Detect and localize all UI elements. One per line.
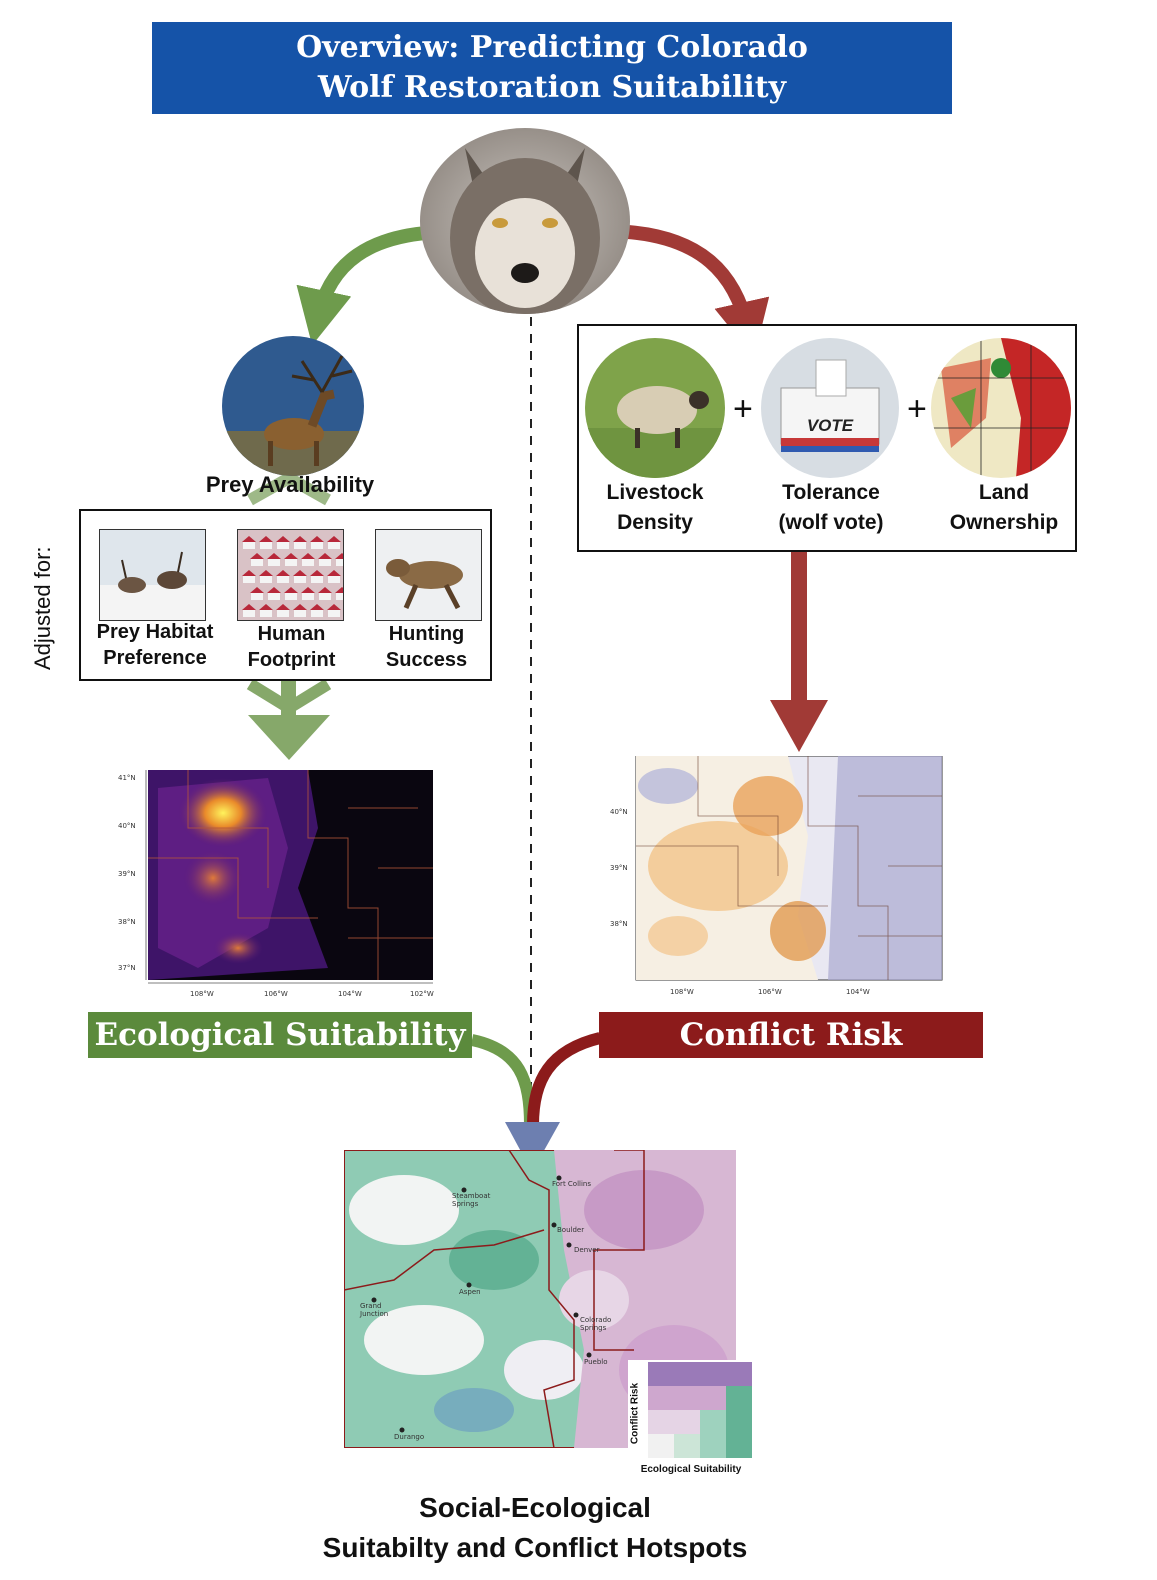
red-down-arrow-head <box>770 700 828 752</box>
legend-cell <box>726 1410 752 1434</box>
legend-cell <box>648 1434 674 1458</box>
ecological-suitability-map: 41°N 40°N 39°N 38°N 37°N 108°W 106°W 104… <box>118 768 438 1000</box>
factor-prey-habitat: Prey Habitat Preference <box>96 621 214 669</box>
conflict-factors-box: + VOTE + Livestock Density Tolerance (wo… <box>577 324 1077 552</box>
blue-merge-arrow-head <box>505 1122 560 1172</box>
hunting-wolf-photo <box>375 529 482 621</box>
legend-cell <box>700 1410 726 1434</box>
conflict-lat-tick-0: 40°N <box>610 808 628 816</box>
green-merge-arrow <box>470 1034 536 1126</box>
plus-sign-1: + <box>733 390 753 428</box>
city-denver: Denver <box>574 1246 600 1254</box>
conflict-risk-map: 40°N 39°N 38°N 108°W 106°W 104°W <box>608 755 948 1000</box>
legend-cell <box>726 1362 752 1386</box>
wolf-photo <box>420 128 630 314</box>
caption-line-2: Suitabilty and Conflict Hotspots <box>322 1532 748 1563</box>
eco-lon-tick-0: 108°W <box>190 990 214 998</box>
conflict-lat-tick-1: 39°N <box>610 864 628 872</box>
green-curved-arrow <box>296 225 441 346</box>
legend-cell <box>648 1386 674 1410</box>
green-chevron-top <box>247 471 331 506</box>
eco-lat-tick-4: 37°N <box>118 964 136 972</box>
legend-cell <box>700 1386 726 1410</box>
prey-availability-label: Prey Availability <box>205 472 375 497</box>
legend-grid <box>648 1362 752 1458</box>
human-footprint-photo <box>237 529 344 621</box>
eco-lat-tick-1: 40°N <box>118 822 136 830</box>
legend-cell <box>674 1410 700 1434</box>
prey-habitat-photo <box>99 529 206 621</box>
legend-cell <box>648 1410 674 1434</box>
plus-sign-2: + <box>907 390 927 428</box>
ecological-suitability-band: Ecological Suitability <box>88 1012 472 1058</box>
city-grand-junction: Grand Junction <box>360 1302 389 1318</box>
green-down-arrow-head <box>248 715 330 760</box>
title-line-2: Wolf Restoration Suitability <box>317 70 787 105</box>
city-durango: Durango <box>394 1433 425 1441</box>
legend-cell <box>700 1362 726 1386</box>
red-down-arrow-shaft <box>791 552 807 702</box>
vote-text: VOTE <box>806 416 854 435</box>
factor-land-ownership: Land Ownership <box>949 481 1059 534</box>
legend-cell <box>674 1362 700 1386</box>
legend-cell <box>648 1362 674 1386</box>
adjusted-factors-box: Prey Habitat Preference Human Footprint … <box>79 509 492 681</box>
city-aspen: Aspen <box>459 1288 481 1296</box>
legend-cell <box>674 1386 700 1410</box>
eco-lon-tick-1: 106°W <box>264 990 288 998</box>
city-steamboat: Steamboat Springs <box>452 1192 491 1208</box>
red-merge-arrow <box>527 1032 602 1126</box>
conflict-lon-tick-0: 108°W <box>670 988 694 996</box>
eco-lon-tick-2: 104°W <box>338 990 362 998</box>
city-pueblo: Pueblo <box>584 1358 608 1366</box>
factor-human-footprint: Human Footprint <box>247 623 336 671</box>
conflict-lon-tick-2: 104°W <box>846 988 870 996</box>
city-boulder: Boulder <box>557 1226 585 1234</box>
legend-cell <box>674 1434 700 1458</box>
legend-cell <box>700 1434 726 1458</box>
sheep-photo <box>585 338 725 478</box>
elk-photo <box>222 336 364 476</box>
eco-lon-tick-3: 102°W <box>410 990 434 998</box>
conflict-risk-band: Conflict Risk <box>599 1012 983 1058</box>
factor-tolerance: Tolerance (wolf vote) <box>778 481 884 534</box>
land-ownership-map-photo <box>931 338 1071 478</box>
city-dots <box>371 1175 592 1433</box>
conflict-lat-tick-2: 38°N <box>610 920 628 928</box>
legend-cell <box>726 1386 752 1410</box>
legend-x-label: Ecological Suitability <box>640 1464 742 1475</box>
eco-lat-tick-0: 41°N <box>118 774 136 782</box>
factor-livestock-density: Livestock Density <box>606 481 704 534</box>
red-curved-arrow <box>627 225 770 358</box>
city-colorado-springs: Colorado Springs <box>580 1316 612 1332</box>
ballot-box-photo: VOTE <box>761 338 899 478</box>
factor-hunting-success: Hunting Success <box>385 623 468 671</box>
legend-cell <box>726 1434 752 1458</box>
bivariate-legend: Conflict Risk Ecological Suitability <box>628 1360 754 1482</box>
eco-lat-tick-3: 38°N <box>118 918 136 926</box>
title-line-1: Overview: Predicting Colorado <box>296 30 808 65</box>
eco-lat-tick-2: 39°N <box>118 870 136 878</box>
city-fort-collins: Fort Collins <box>552 1180 591 1188</box>
caption-line-1: Social-Ecological <box>419 1492 651 1523</box>
conflict-lon-tick-1: 106°W <box>758 988 782 996</box>
green-chevron <box>246 678 332 716</box>
bottom-caption: Social-Ecological Suitabilty and Conflic… <box>270 1488 800 1568</box>
adjusted-for-label: Adjusted for: <box>30 546 55 670</box>
title-banner: Overview: Predicting Colorado Wolf Resto… <box>152 22 952 114</box>
legend-y-label: Conflict Risk <box>629 1382 641 1445</box>
